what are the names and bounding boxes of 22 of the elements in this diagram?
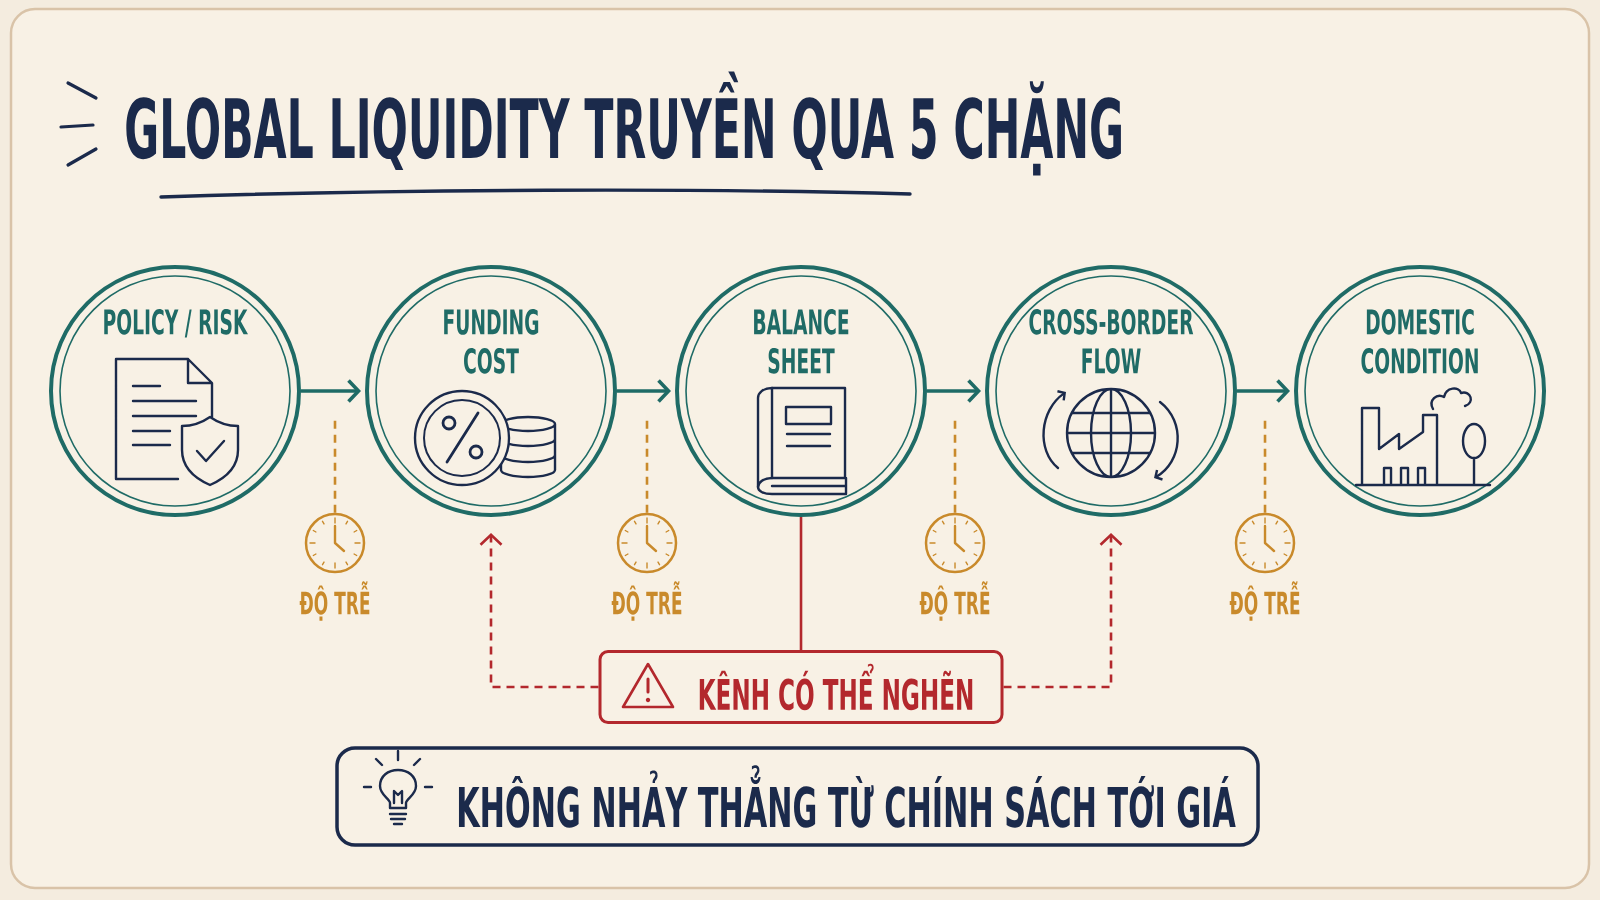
delay-label: ĐỘ TRỄ xyxy=(1229,581,1300,621)
leader-line xyxy=(1263,418,1267,513)
warning-box: KÊNH CÓ THỂ NGHẼN xyxy=(598,650,1004,724)
arrow xyxy=(479,533,599,689)
delay-label: ĐỘ TRỄ xyxy=(611,581,682,621)
arrow xyxy=(927,379,981,403)
arrow xyxy=(1003,533,1123,689)
clock-icon xyxy=(924,512,986,574)
clock-icon xyxy=(1234,512,1296,574)
title: GLOBAL LIQUIDITY TRUYỀN QUA 5 CHẶNG xyxy=(126,71,1121,176)
arrow xyxy=(617,379,671,403)
clock-icon xyxy=(304,512,366,574)
delay-label: ĐỘ TRỄ xyxy=(919,581,990,621)
clock-icon xyxy=(616,512,678,574)
message-box: KHÔNG NHẢY THẲNG TỪ CHÍNH SÁCH TỚI GIÁ xyxy=(335,746,1260,847)
leader-line xyxy=(953,418,957,513)
arrow xyxy=(1237,379,1290,403)
leader-line xyxy=(333,418,337,513)
leader-line xyxy=(645,418,649,513)
delay-label: ĐỘ TRỄ xyxy=(299,581,370,621)
arrow xyxy=(301,379,361,403)
connector-line xyxy=(799,517,803,650)
